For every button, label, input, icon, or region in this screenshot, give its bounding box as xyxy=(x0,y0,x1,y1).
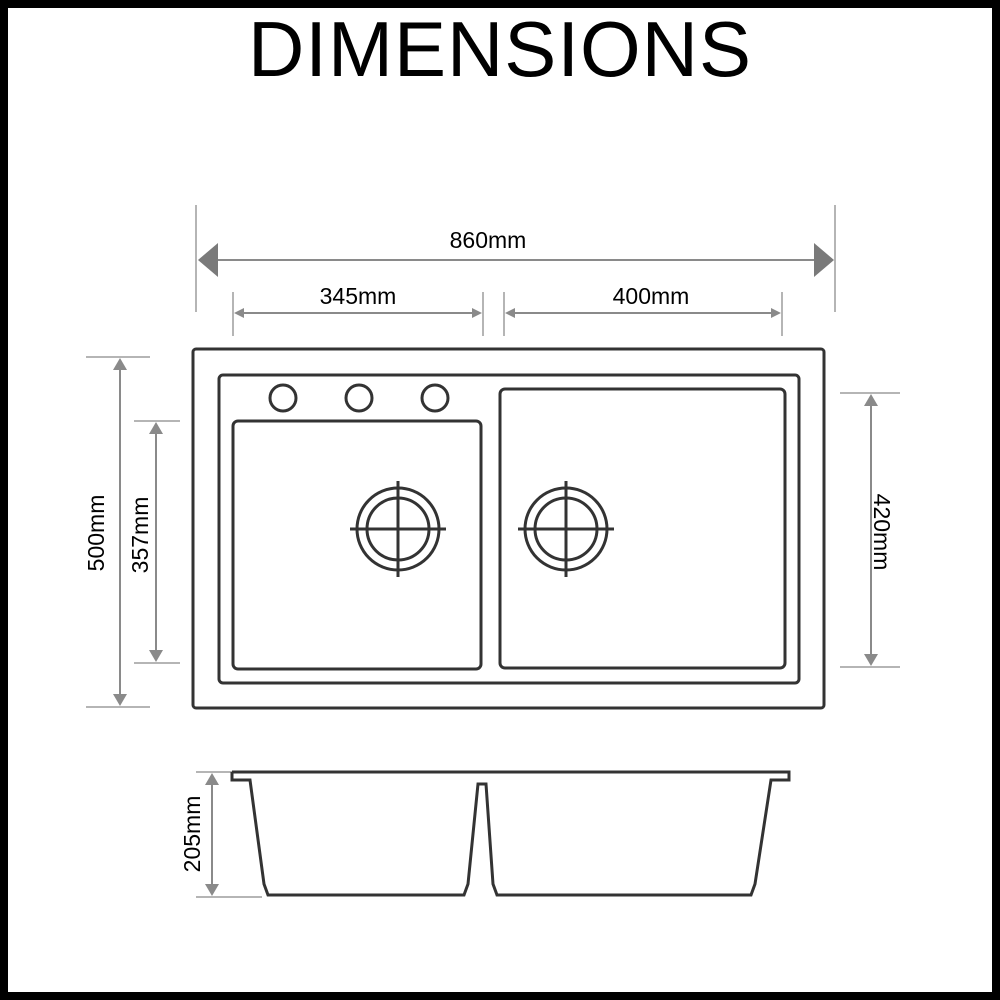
bowl-height-label: 205mm xyxy=(179,796,205,873)
overall-width-right-arrow xyxy=(814,243,834,277)
sink-outer-rim xyxy=(191,347,826,710)
overall-depth-top-arrow xyxy=(113,358,127,370)
bowl-height-bottom-arrow xyxy=(205,884,219,896)
sink-side-profile xyxy=(230,770,791,897)
left-bowl-width-right-arrow xyxy=(472,308,482,318)
left-bowl-depth-bottom-arrow xyxy=(149,650,163,662)
left-bowl-depth-dimension: 357mm xyxy=(127,420,180,664)
overall-depth-dimension: 500mm xyxy=(83,356,150,708)
right-bowl-width-left-arrow xyxy=(505,308,515,318)
overall-depth-bottom-arrow xyxy=(113,694,127,706)
overall-depth-label: 500mm xyxy=(83,495,109,572)
tap-hole-1-icon xyxy=(268,383,298,413)
right-bowl-width-label: 400mm xyxy=(613,283,690,309)
tap-hole-2-icon xyxy=(344,383,374,413)
right-bowl xyxy=(498,387,787,670)
sink-top-view xyxy=(191,347,826,710)
right-bowl-width-dimension: 400mm xyxy=(503,283,783,336)
left-bowl-depth-label: 357mm xyxy=(127,497,153,574)
right-bowl-depth-bottom-arrow xyxy=(864,654,878,666)
overall-width-dimension: 860mm xyxy=(195,205,836,312)
right-bowl-depth-label: 420mm xyxy=(869,494,895,571)
sink-side-view xyxy=(230,770,791,897)
left-bowl-width-label: 345mm xyxy=(320,283,397,309)
tap-hole-3-icon xyxy=(420,383,450,413)
overall-width-label: 860mm xyxy=(450,227,527,253)
left-bowl-width-dimension: 345mm xyxy=(232,283,484,336)
left-bowl-depth-top-arrow xyxy=(149,422,163,434)
sink-inner-rim xyxy=(217,373,801,685)
right-bowl-depth-dimension: 420mm xyxy=(840,392,900,668)
left-drain-icon xyxy=(350,481,446,577)
bowl-height-dimension: 205mm xyxy=(179,771,262,898)
bowl-height-top-arrow xyxy=(205,773,219,785)
overall-width-left-arrow xyxy=(198,243,218,277)
right-bowl-width-right-arrow xyxy=(771,308,781,318)
page-title: DIMENSIONS xyxy=(247,5,753,93)
right-drain-icon xyxy=(518,481,614,577)
right-bowl-depth-top-arrow xyxy=(864,394,878,406)
left-bowl xyxy=(231,419,483,671)
left-bowl-width-left-arrow xyxy=(234,308,244,318)
